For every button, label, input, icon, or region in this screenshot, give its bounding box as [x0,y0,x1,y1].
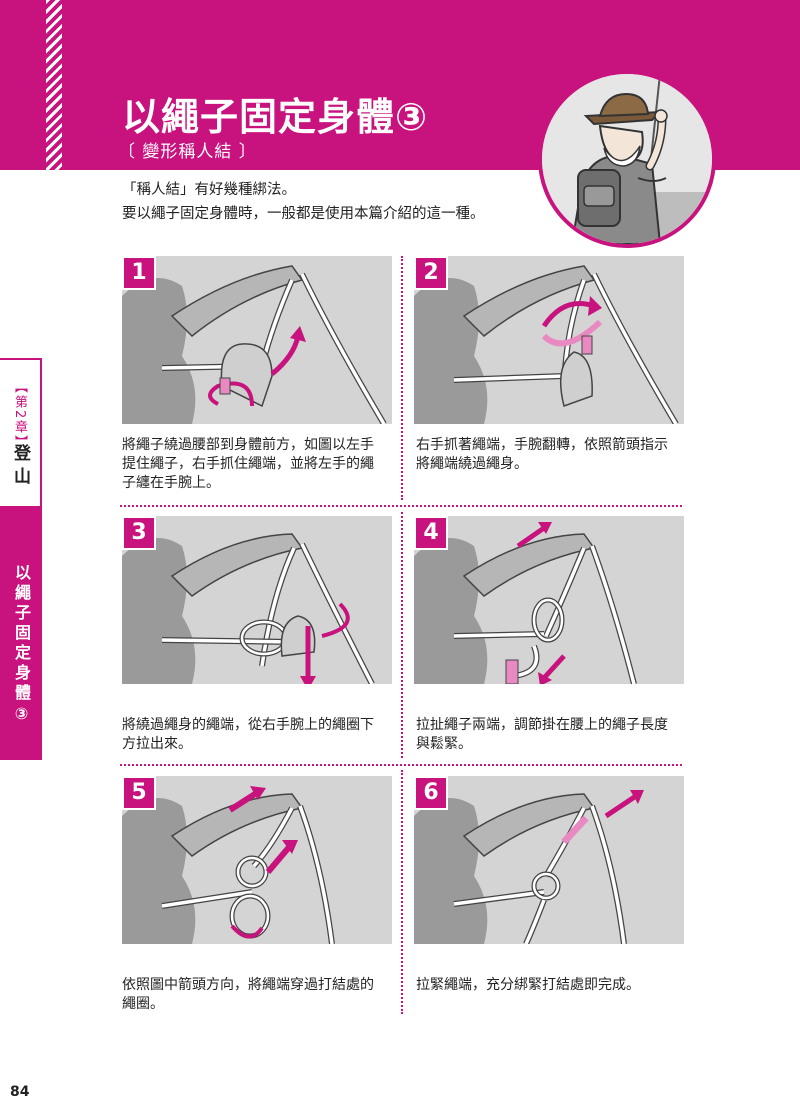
row-divider [120,764,682,766]
step-1-caption: 將繩子繞過腰部到身體前方，如圖以左手 提住繩子，右手抓住繩端，並將左手的繩 子纏… [122,436,394,493]
step-number: 5 [122,776,156,810]
column-divider [401,256,403,500]
caption-line: 繩圈。 [122,996,164,1012]
climber-emblem [538,70,716,248]
intro-line: 「稱人結」有好幾種綁法。 [122,182,296,198]
section-title: 以繩子固定身體③ [12,564,31,727]
caption-line: 拉緊繩端，充分綁緊打結處即完成。 [416,977,640,993]
step-5-caption: 依照圖中箭頭方向，將繩端穿過打結處的 繩圈。 [122,976,394,1014]
step-5-illustration: 5 [122,776,392,944]
header-stripes [46,0,62,170]
step-3-caption: 將繞過繩身的繩端，從右手腕上的繩圈下 方拉出來。 [122,716,394,754]
step-4-illustration: 4 [414,516,684,684]
caption-line: 右手抓著繩端，手腕翻轉，依照箭頭指示 [416,437,668,453]
intro-text: 「稱人結」有好幾種綁法。 要以繩子固定身體時，一般都是使用本篇介紹的這一種。 [122,178,485,226]
step-2-illustration: 2 [414,256,684,424]
step-3-illustration: 3 [122,516,392,684]
step-number: 1 [122,256,156,290]
caption-line: 與鬆緊。 [416,736,472,752]
caption-line: 方拉出來。 [122,736,192,752]
caption-line: 將繩端繞過繩身。 [416,456,528,472]
caption-line: 子纏在手腕上。 [122,475,220,491]
step-number: 6 [414,776,448,810]
caption-line: 依照圖中箭頭方向，將繩端穿過打結處的 [122,977,374,993]
step-4-caption: 拉扯繩子兩端，調節掛在腰上的繩子長度 與鬆緊。 [416,716,688,754]
step-2-caption: 右手抓著繩端，手腕翻轉，依照箭頭指示 將繩端繞過繩身。 [416,436,688,474]
step-number: 2 [414,256,448,290]
row-divider [120,505,682,507]
step-number: 3 [122,516,156,550]
page-number: 84 [10,1084,30,1100]
chapter-tab: 【第2章】 登山 [0,358,42,508]
caption-line: 將繩子繞過腰部到身體前方，如圖以左手 [122,437,374,453]
step-1-illustration: 1 [122,256,392,424]
column-divider [401,512,403,758]
chapter-label: 【第2章】 [12,380,27,451]
intro-line: 要以繩子固定身體時，一般都是使用本篇介紹的這一種。 [122,206,485,222]
caption-line: 拉扯繩子兩端，調節掛在腰上的繩子長度 [416,717,668,733]
step-6-illustration: 6 [414,776,684,944]
page-title: 以繩子固定身體③ [122,95,429,139]
chapter-name: 登山 [10,444,30,490]
section-tab: 以繩子固定身體③ [0,508,42,760]
page-subtitle: 〔 變形稱人結 〕 [118,142,257,162]
step-number: 4 [414,516,448,550]
step-6-caption: 拉緊繩端，充分綁緊打結處即完成。 [416,976,688,995]
column-divider [401,770,403,1014]
caption-line: 提住繩子，右手抓住繩端，並將左手的繩 [122,456,374,472]
caption-line: 將繞過繩身的繩端，從右手腕上的繩圈下 [122,717,374,733]
climber-illustration [542,74,712,244]
